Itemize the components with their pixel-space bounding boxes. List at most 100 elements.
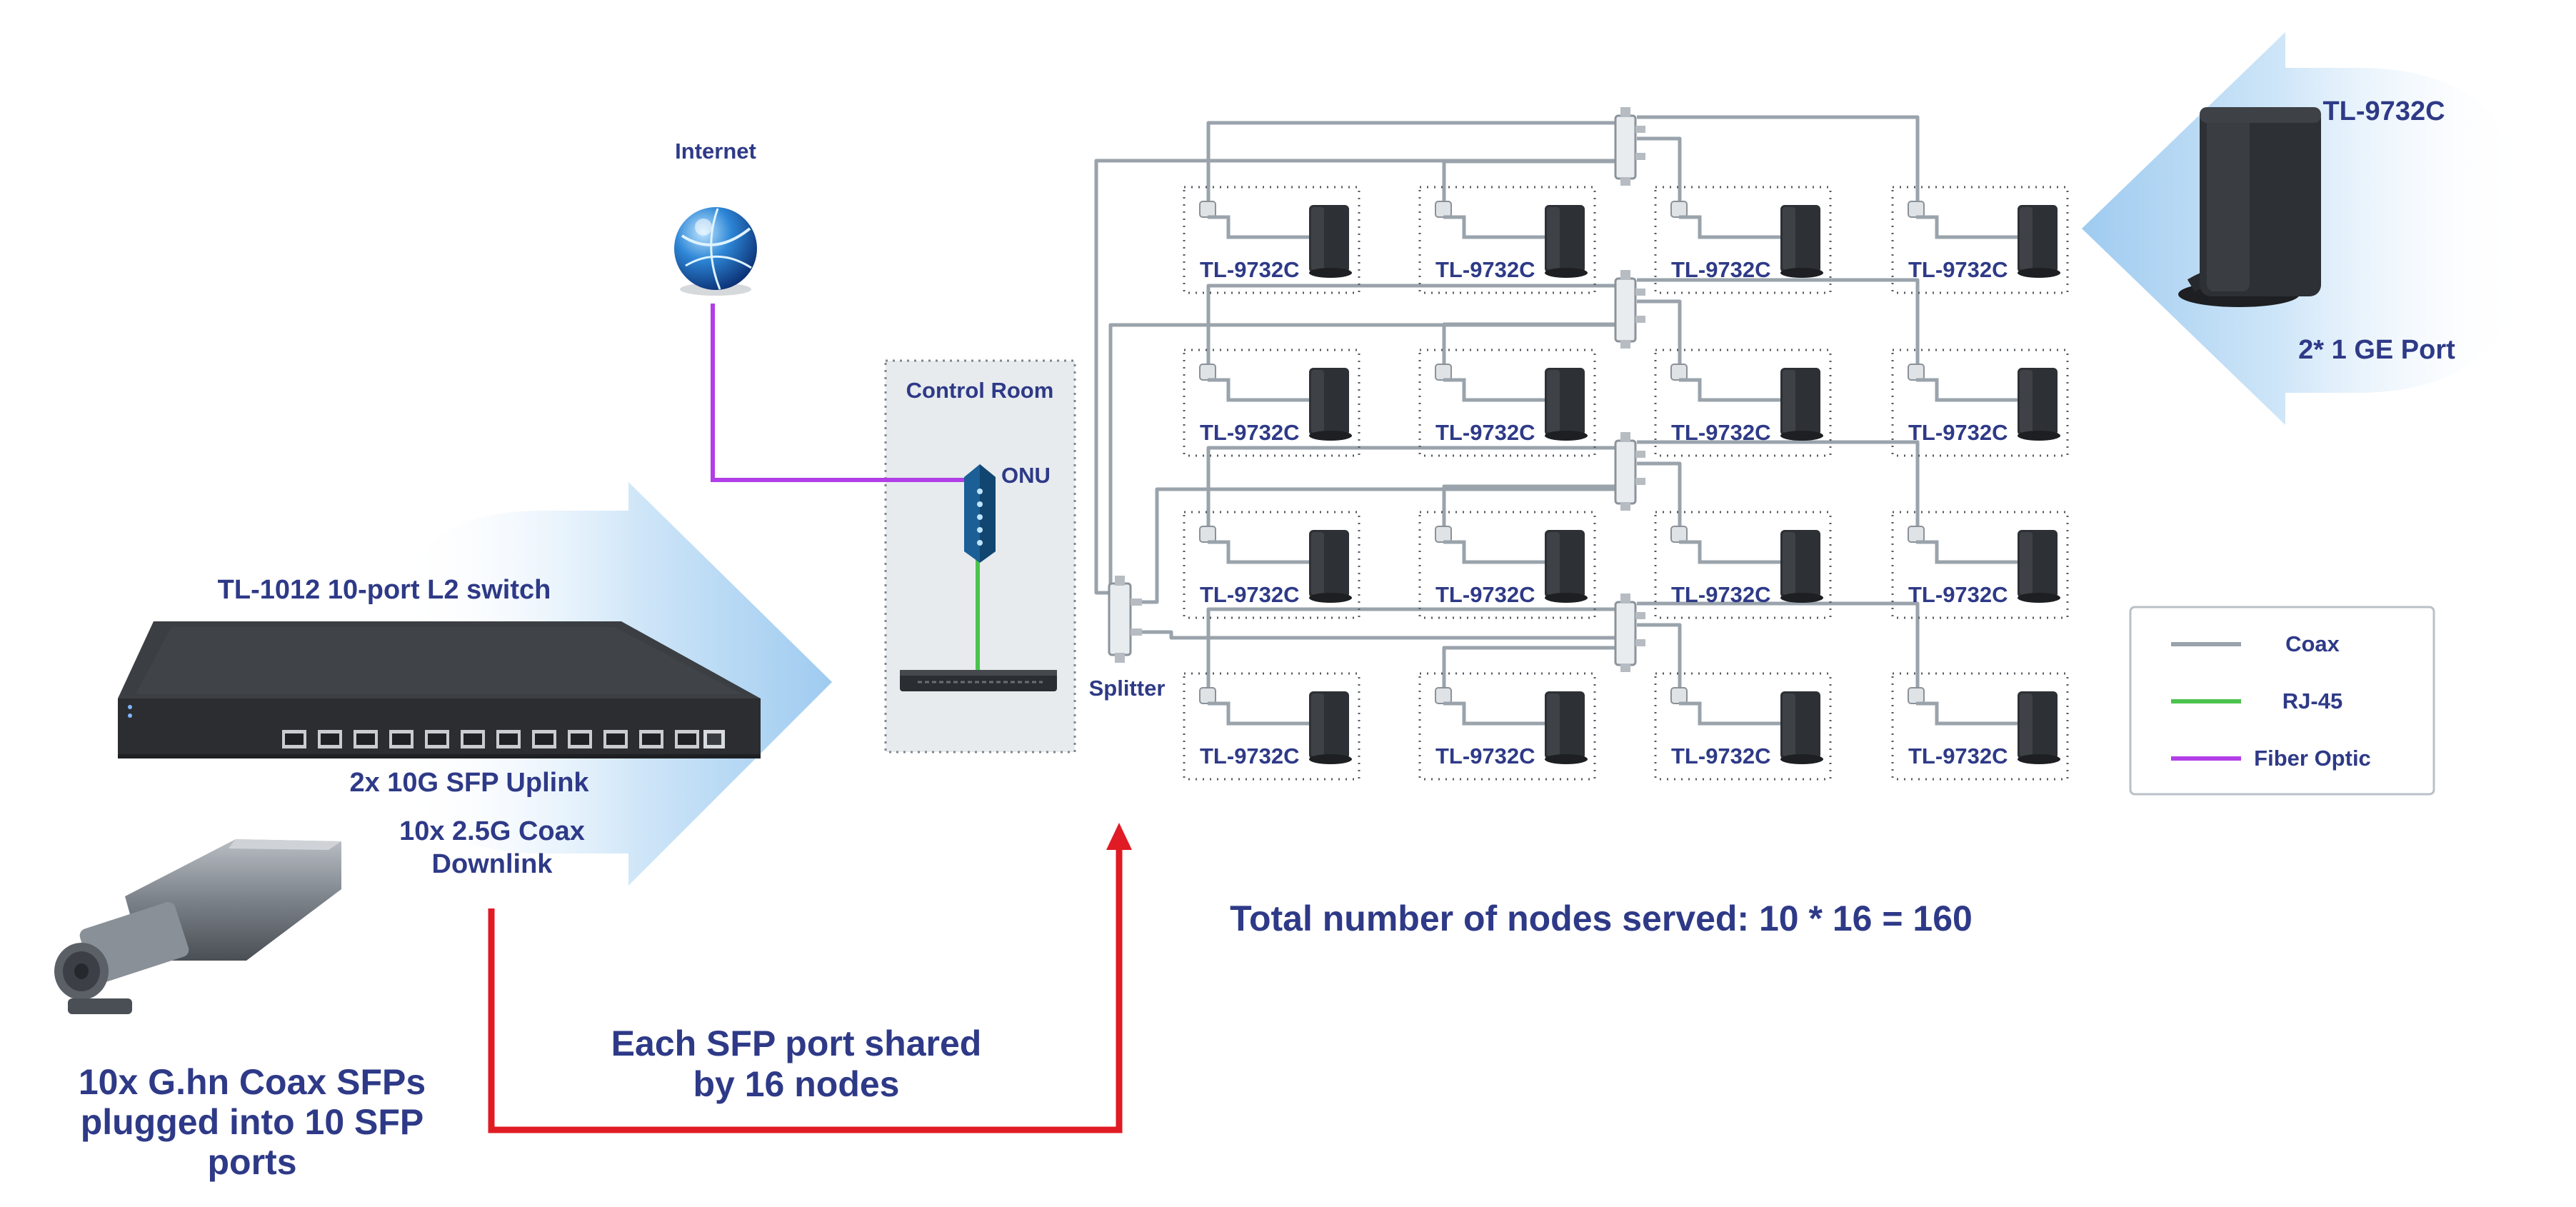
- coax-outlet-icon: [1435, 687, 1452, 704]
- node-tl-9732c: TL-9732C: [1418, 511, 1596, 619]
- gateway-device-icon: [1545, 205, 1588, 278]
- gateway-device-icon: [1309, 691, 1352, 764]
- node-tl-9732c: TL-9732C: [1183, 186, 1360, 294]
- downlink-label-line1: 10x 2.5G Coax: [399, 816, 585, 846]
- main-splitter-icon: [1108, 576, 1142, 663]
- node-tl-9732c: TL-9732C: [1183, 511, 1360, 619]
- shared-port-arrow-head: [1106, 823, 1132, 850]
- fiber-optic-link: [711, 304, 966, 482]
- sfp-label-line2: plugged into 10 SFP: [81, 1102, 424, 1142]
- callout-port-label: 2* 1 GE Port: [2298, 335, 2455, 365]
- coax-outlet-icon: [1670, 201, 1688, 218]
- coax-sfp-module-icon: [54, 839, 341, 1014]
- node-label: TL-9732C: [1200, 743, 1300, 768]
- callout-gateway-icon: [2178, 107, 2321, 307]
- node-label: TL-9732C: [1671, 420, 1771, 445]
- coax-outlet-icon: [1199, 364, 1216, 381]
- legend-label: Coax: [2285, 631, 2340, 656]
- tl-1012-switch-icon: [118, 621, 761, 758]
- row-splitter-icon: [1614, 270, 1645, 349]
- coax-outlet-icon: [1199, 687, 1216, 704]
- coax-outlet-icon: [1670, 687, 1688, 704]
- gateway-device-icon: [1309, 530, 1352, 603]
- node-label: TL-9732C: [1200, 582, 1300, 607]
- node-label: TL-9732C: [1435, 743, 1535, 768]
- node-tl-9732c: TL-9732C: [1654, 186, 1832, 294]
- node-tl-9732c: TL-9732C: [1418, 672, 1596, 781]
- total-nodes-label: Total number of nodes served: 10 * 16 = …: [1230, 898, 1973, 938]
- coax-outlet-icon: [1435, 364, 1452, 381]
- node-label: TL-9732C: [1908, 582, 2008, 607]
- gateway-device-icon: [1545, 368, 1588, 441]
- node-label: TL-9732C: [1200, 257, 1300, 282]
- row-splitter-icon: [1614, 432, 1645, 511]
- coax-outlet-icon: [1199, 201, 1216, 218]
- node-tl-9732c: TL-9732C: [1891, 672, 2069, 781]
- node-label: TL-9732C: [1671, 743, 1771, 768]
- coax-outlet-icon: [1908, 687, 1925, 704]
- uplink-label: 2x 10G SFP Uplink: [349, 768, 589, 798]
- coax-outlet-icon: [1670, 364, 1688, 381]
- internet-globe-icon: [674, 207, 757, 296]
- switch-name-label: TL-1012 10-port L2 switch: [218, 575, 551, 605]
- coax-outlet-icon: [1199, 526, 1216, 543]
- node-tl-9732c: TL-9732C: [1418, 349, 1596, 457]
- row-splitter-icon: [1614, 107, 1645, 186]
- sfp-label-line1: 10x G.hn Coax SFPs: [79, 1062, 426, 1102]
- legend-item: Coax: [2171, 631, 2340, 656]
- node-label: TL-9732C: [1200, 420, 1300, 445]
- legend-item: Fiber Optic: [2171, 746, 2371, 771]
- gateway-device-icon: [1780, 691, 1823, 764]
- coax-outlet-icon: [1435, 201, 1452, 218]
- gateway-device-icon: [2018, 691, 2060, 764]
- row-splitter-icon: [1614, 594, 1645, 672]
- shared-label-line2: by 16 nodes: [693, 1064, 900, 1104]
- node-tl-9732c: TL-9732C: [1891, 511, 2069, 619]
- downlink-label-line2: Downlink: [432, 849, 553, 879]
- gateway-device-icon: [1309, 368, 1352, 441]
- coax-outlet-icon: [1435, 526, 1452, 543]
- node-label: TL-9732C: [1435, 257, 1535, 282]
- gateway-device-icon: [1780, 368, 1823, 441]
- gateway-device-icon: [2018, 530, 2060, 603]
- node-tl-9732c: TL-9732C: [1183, 349, 1360, 457]
- node-label: TL-9732C: [1908, 420, 2008, 445]
- node-tl-9732c: TL-9732C: [1891, 186, 2069, 294]
- node-label: TL-9732C: [1671, 582, 1771, 607]
- node-tl-9732c: TL-9732C: [1654, 349, 1832, 457]
- node-tl-9732c: TL-9732C: [1891, 349, 2069, 457]
- node-label: TL-9732C: [1908, 743, 2008, 768]
- distribution-switch-icon: [900, 670, 1057, 691]
- splitter-label: Splitter: [1089, 676, 1166, 701]
- node-tl-9732c: TL-9732C: [1654, 511, 1832, 619]
- shared-port-arrow-line: [488, 844, 1123, 1133]
- coax-outlet-icon: [1908, 201, 1925, 218]
- node-label: TL-9732C: [1908, 257, 2008, 282]
- sfp-label-line3: ports: [208, 1142, 297, 1182]
- gateway-device-icon: [1780, 530, 1823, 603]
- coax-outlet-icon: [1908, 364, 1925, 381]
- callout-model-label: TL-9732C: [2322, 96, 2445, 126]
- node-tl-9732c: TL-9732C: [1654, 672, 1832, 781]
- node-label: TL-9732C: [1671, 257, 1771, 282]
- gateway-device-icon: [2018, 205, 2060, 278]
- control-room-label: Control Room: [906, 378, 1054, 403]
- gateway-device-icon: [1545, 691, 1588, 764]
- onu-label: ONU: [1001, 463, 1051, 488]
- node-label: TL-9732C: [1435, 420, 1535, 445]
- gateway-device-icon: [2018, 368, 2060, 441]
- onu-device-icon: [964, 464, 996, 563]
- legend-item: RJ-45: [2171, 688, 2342, 713]
- coax-outlet-icon: [1670, 526, 1688, 543]
- legend-box: [2129, 606, 2435, 796]
- node-label: TL-9732C: [1435, 582, 1535, 607]
- coax-distribution: [1094, 115, 1920, 688]
- coax-outlet-icon: [1908, 526, 1925, 543]
- gateway-device-icon: [1545, 530, 1588, 603]
- shared-label-line1: Each SFP port shared: [611, 1023, 982, 1063]
- gateway-device-icon: [1309, 205, 1352, 278]
- gateway-device-icon: [1780, 205, 1823, 278]
- internet-label: Internet: [675, 139, 756, 164]
